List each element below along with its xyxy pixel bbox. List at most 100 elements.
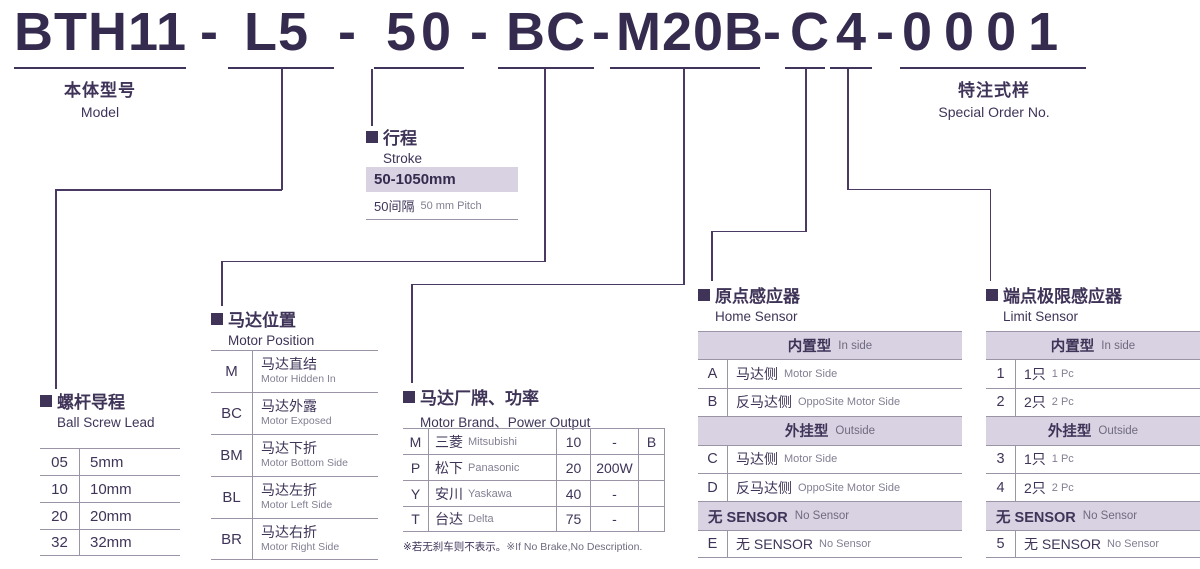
power-code: 40: [557, 481, 591, 506]
connector-brand-power-v1: [683, 69, 685, 285]
sensor-code: B: [698, 388, 728, 417]
section-title-zh: 马达厂牌、功率: [420, 389, 539, 408]
model-code-segment-stroke: 50: [386, 2, 457, 62]
position-zh: 马达右折: [261, 524, 317, 540]
stroke-range: 50-1050mm: [366, 167, 518, 192]
underline-motor-position: [498, 67, 594, 69]
brand-code: T: [403, 507, 429, 531]
model-code-separator: -: [200, 2, 219, 62]
brake-note-zh: ※若无刹车则不表示。: [403, 541, 507, 553]
section-bullet-icon: [366, 130, 378, 143]
section-bullet-icon: [40, 394, 52, 407]
brake-note: ※若无刹车则不表示。※If No Brake,No Description.: [403, 539, 642, 554]
sensor-zh: 无 SENSOR: [736, 535, 814, 552]
brand-zh: 三菱: [435, 433, 463, 450]
model-code-segment-special-order: 0001: [902, 2, 1071, 62]
model-code-segment-home-sensor: C: [790, 2, 830, 62]
header-zh: 外挂型: [1047, 424, 1092, 441]
section-bullet-icon: [698, 288, 710, 301]
limit-sensor-title: 端点极限感应器 Limit Sensor: [986, 282, 1122, 324]
stroke-title: 行程 Stroke: [366, 124, 422, 166]
connector-limit-sensor-v1: [847, 69, 849, 190]
brand-zh: 松下: [435, 459, 463, 476]
section-bullet-icon: [211, 312, 223, 325]
sensor-zh: 1只: [1024, 451, 1046, 468]
brand-en: Mitsubishi: [468, 435, 517, 448]
brand-name: 三菱 Mitsubishi: [429, 429, 557, 454]
connector-stroke-v: [371, 69, 373, 126]
model-code-segment-motor-position: BC: [506, 2, 586, 62]
header-en: Outside: [1098, 424, 1139, 437]
position-code: M: [211, 351, 253, 392]
position-en: Motor Exposed: [261, 415, 332, 427]
sensor-zh: 马达侧: [736, 451, 778, 468]
position-en: Motor Hidden In: [261, 373, 336, 385]
model-label-en: Model: [80, 104, 120, 120]
connector-motor-position-h: [221, 260, 545, 262]
section-title-en: Home Sensor: [715, 309, 798, 324]
power-watt: -: [591, 429, 639, 454]
lead-code: 32: [40, 530, 80, 555]
sensor-en: Motor Side: [784, 368, 838, 381]
underline-lead: [228, 67, 334, 69]
model-code-separator: -: [592, 2, 611, 62]
connector-home-sensor-v2: [711, 230, 713, 281]
position-zh: 马达左折: [261, 482, 317, 498]
brand-code: P: [403, 455, 429, 480]
sensor-header-row: 外挂型 Outside: [986, 416, 1200, 445]
lead-code: 20: [40, 503, 80, 529]
brake-code: [639, 507, 665, 531]
header-zh: 内置型: [787, 339, 832, 356]
connector-home-sensor-h: [711, 230, 806, 232]
section-bullet-icon: [986, 288, 998, 301]
lead-code: 10: [40, 476, 80, 502]
sensor-en: 2 Pc: [1051, 396, 1074, 409]
section-title-zh: 原点感应器: [715, 287, 800, 306]
section-title-en: Motor Brand、Power Output: [420, 415, 591, 430]
section-title-en: Motor Position: [228, 333, 315, 348]
position-en: Motor Bottom Side: [261, 457, 348, 469]
sensor-en: OppoSite Motor Side: [798, 481, 901, 494]
stroke-pitch: 50间隔 50 mm Pitch: [366, 192, 518, 220]
brake-code: [639, 455, 665, 480]
underline-stroke: [374, 67, 464, 69]
header-en: No Sensor: [794, 510, 850, 523]
underline-model: [14, 67, 186, 69]
header-zh: 内置型: [1050, 339, 1095, 356]
position-zh: 马达下折: [261, 440, 317, 456]
model-code-segment-limit-sensor: 4: [836, 2, 868, 62]
position-zh: 马达直结: [261, 356, 317, 372]
position-code: BL: [211, 477, 253, 518]
sensor-zh: 1只: [1024, 366, 1046, 383]
connector-home-sensor-v1: [805, 69, 807, 232]
sensor-en: 2 Pc: [1051, 481, 1074, 494]
position-code: BR: [211, 519, 253, 559]
stroke-table: 50-1050mm 50间隔 50 mm Pitch: [366, 167, 518, 220]
underline-home-sensor: [785, 67, 825, 69]
